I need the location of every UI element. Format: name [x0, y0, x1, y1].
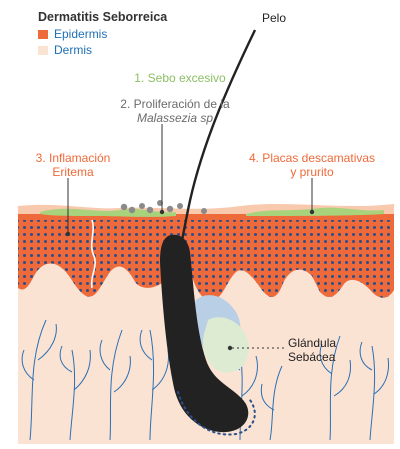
label-malassezia: 2. Proliferación de la Malassezia sp — [100, 98, 250, 126]
label-inflammation: 3. Inflamación Eritema — [30, 152, 116, 180]
label-plaques-line1: 4. Placas descamativas — [232, 152, 392, 166]
label-malassezia-line1: 2. Proliferación de la — [100, 98, 250, 112]
label-sebaceous-gland: Glándula Sebácea — [288, 337, 336, 365]
label-plaques: 4. Placas descamativas y prurito — [232, 152, 392, 180]
label-gland-line1: Glándula — [288, 337, 336, 351]
legend-label-epidermis: Epidermis — [54, 28, 107, 42]
label-hair: Pelo — [262, 12, 286, 26]
label-inflammation-line2: Eritema — [30, 166, 116, 180]
legend-swatch-epidermis — [38, 30, 48, 39]
label-excess-sebum: 1. Sebo excesivo — [110, 72, 250, 86]
legend-swatch-dermis — [38, 46, 48, 55]
label-gland-line2: Sebácea — [288, 351, 336, 365]
legend-item-epidermis: Epidermis — [38, 28, 107, 42]
legend-label-dermis: Dermis — [54, 44, 92, 58]
label-malassezia-line2: Malassezia sp — [100, 112, 250, 126]
label-inflammation-line1: 3. Inflamación — [30, 152, 116, 166]
diagram-title: Dermatitis Seborreica — [38, 10, 167, 24]
label-plaques-line2: y prurito — [232, 166, 392, 180]
legend-item-dermis: Dermis — [38, 44, 92, 58]
